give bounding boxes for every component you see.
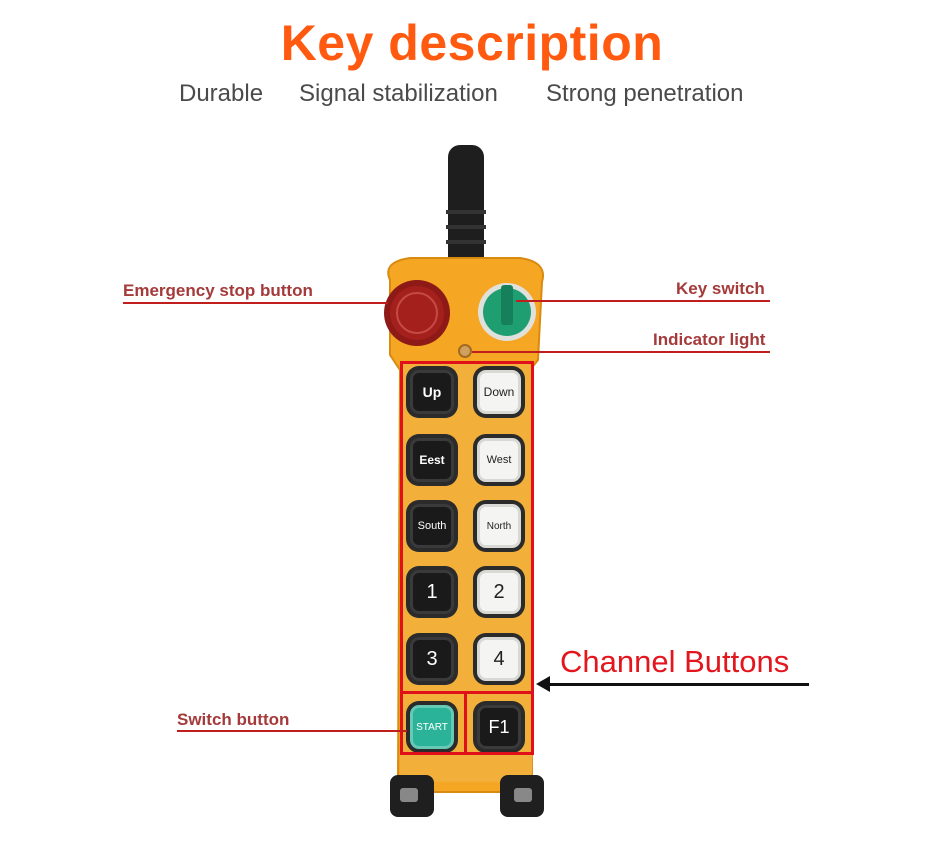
key-3[interactable]: 3 <box>410 637 454 681</box>
key-west[interactable]: West <box>477 438 521 482</box>
channel-buttons-highlight-f1 <box>464 691 534 755</box>
key-up[interactable]: Up <box>410 370 454 414</box>
callout-key-switch: Key switch <box>676 279 765 298</box>
callout-line-indicator-light <box>472 351 770 353</box>
callout-line-switch-button <box>177 730 407 732</box>
channel-buttons-highlight <box>400 361 534 694</box>
callout-line-emergency-stop <box>123 302 388 304</box>
tagline-signal: Signal stabilization <box>299 80 498 107</box>
callout-switch-button: Switch button <box>177 710 290 729</box>
page-title: Key description <box>280 15 664 71</box>
key-f1[interactable]: F1 <box>477 705 521 749</box>
key-2[interactable]: 2 <box>477 570 521 614</box>
channel-buttons-arrow-line <box>548 683 809 686</box>
switch-button-highlight <box>400 691 467 755</box>
taglines: Durable Signal stabilization Strong pene… <box>0 80 944 114</box>
key-north[interactable]: North <box>477 504 521 548</box>
emergency-stop-mushroom <box>390 286 444 340</box>
key-4[interactable]: 4 <box>477 637 521 681</box>
key-down[interactable]: Down <box>477 370 521 414</box>
remote-control-device: Up Down Eest West South North 1 2 3 4 ST… <box>370 140 560 830</box>
key-south[interactable]: South <box>410 504 454 548</box>
callout-indicator-light: Indicator light <box>653 330 766 349</box>
key-east[interactable]: Eest <box>410 438 454 482</box>
callout-line-key-switch <box>516 300 770 302</box>
tagline-penetration: Strong penetration <box>546 80 744 107</box>
arrow-left-icon <box>536 676 550 692</box>
key-start[interactable]: START <box>410 705 454 749</box>
callout-channel-buttons: Channel Buttons <box>560 644 790 679</box>
indicator-light-lens <box>458 344 472 358</box>
tagline-durable: Durable <box>179 80 264 107</box>
key-1[interactable]: 1 <box>410 570 454 614</box>
callout-emergency-stop: Emergency stop button <box>123 281 313 300</box>
